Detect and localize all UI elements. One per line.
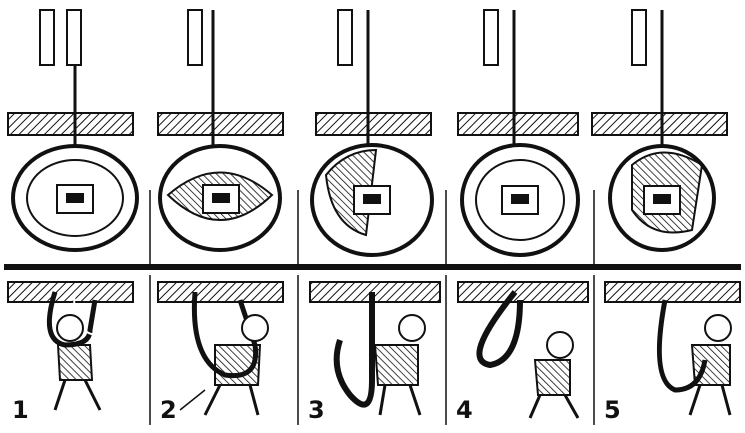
panel-top-2 xyxy=(157,9,284,252)
panel-top-4 xyxy=(457,9,580,257)
child-head xyxy=(241,314,269,342)
row-divider xyxy=(4,264,741,270)
step-number-2: 2 xyxy=(160,396,177,424)
child-head xyxy=(546,331,574,359)
panel-top-3 xyxy=(310,9,434,257)
panel-top-5 xyxy=(591,9,728,252)
child-head xyxy=(398,314,426,342)
child-head xyxy=(56,314,84,342)
panel-bottom-2 xyxy=(157,281,284,416)
arrow-pointer xyxy=(179,389,206,411)
step-number-5: 5 xyxy=(604,396,621,424)
panel-bottom-3 xyxy=(309,281,441,416)
step-number-1: 1 xyxy=(12,396,29,424)
step-number-3: 3 xyxy=(308,396,325,424)
step-number-4: 4 xyxy=(456,396,473,424)
child-head xyxy=(704,314,732,342)
panel-dividers xyxy=(149,190,595,425)
panel-bottom-4 xyxy=(457,281,589,419)
panel-bottom-1 xyxy=(7,281,134,411)
panel-top-1 xyxy=(7,9,139,252)
panel-bottom-5 xyxy=(604,281,741,416)
